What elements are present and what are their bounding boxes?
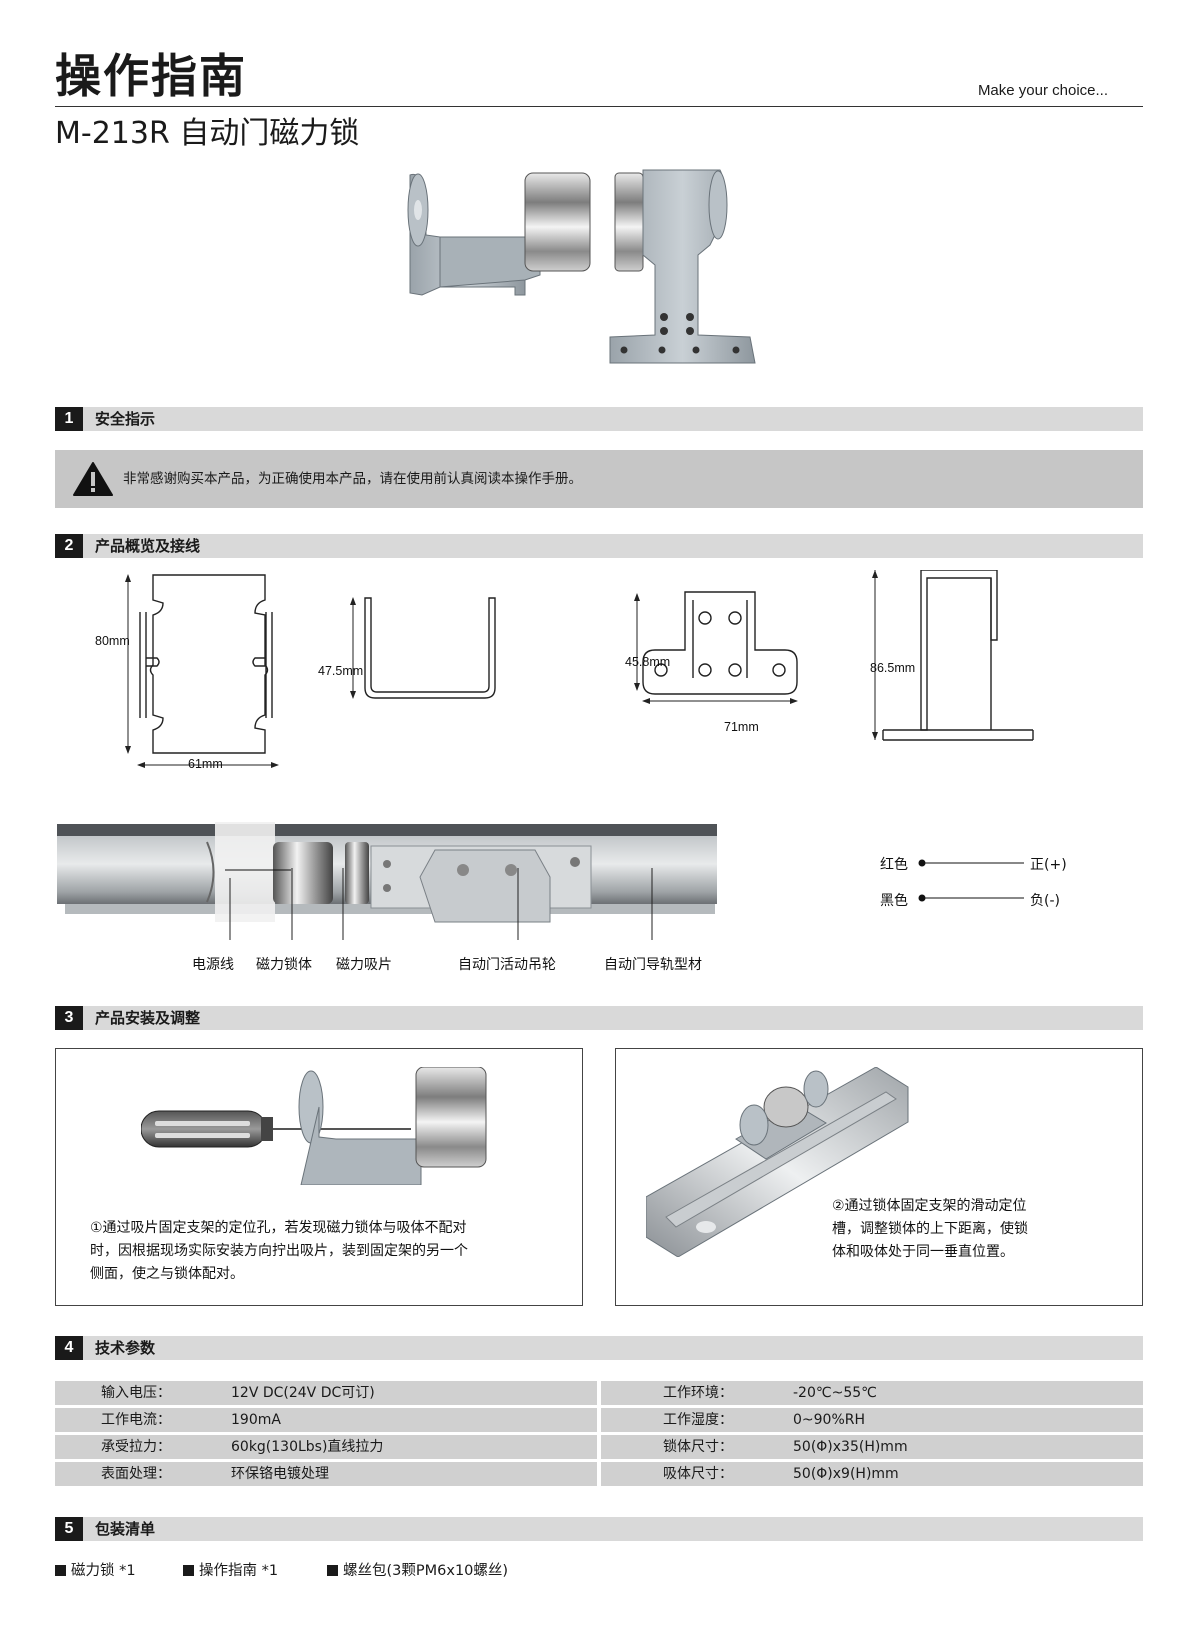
install-step-1-line-1: ①通过吸片固定支架的定位孔，若发现磁力锁体与吸体不配对 — [90, 1220, 467, 1236]
spec-value: 190mA — [231, 1412, 281, 1428]
callout-magnet-body: 磁力锁体 — [256, 957, 312, 973]
callout-leaders — [229, 868, 653, 940]
spec-row: 吸体尺寸： 50(Φ)x9(H)mm — [601, 1462, 1143, 1486]
spec-value: 环保铬电镀处理 — [231, 1466, 329, 1482]
section-title: 技术参数 — [95, 1339, 156, 1357]
dim-label-86-5mm: 86.5mm — [870, 661, 916, 675]
section-title: 产品概览及接线 — [95, 537, 201, 555]
dimension-drawings — [125, 570, 1034, 768]
install-step-2-panel: ②通过锁体固定支架的滑动定位 槽，调整锁体的上下距离，使锁 体和吸体处于同一垂直… — [615, 1048, 1143, 1306]
dim-label-47-5mm: 47.5mm — [318, 664, 364, 678]
spec-row: 工作湿度： 0~90%RH — [601, 1408, 1143, 1432]
package-item: 操作指南 *1 — [183, 1559, 278, 1580]
wire-red-label: 红色 — [880, 857, 908, 873]
spec-value: 12V DC(24V DC可订) — [231, 1385, 375, 1401]
callout-door-hanger-wheel: 自动门活动吊轮 — [458, 957, 556, 973]
dim-label-71mm: 71mm — [724, 720, 759, 734]
dim-label-80mm: 80mm — [95, 634, 130, 648]
spec-row: 锁体尺寸： 50(Φ)x35(H)mm — [601, 1435, 1143, 1459]
package-item: 磁力锁 *1 — [55, 1559, 136, 1580]
spec-row: 工作电流： 190mA — [55, 1408, 597, 1432]
package-item-label: 操作指南 *1 — [199, 1563, 279, 1579]
wire-black-label: 黑色 — [880, 893, 908, 909]
section-1-header: 1 安全指示 — [55, 407, 1143, 431]
spec-value: 50(Φ)x35(H)mm — [793, 1439, 908, 1455]
wire-negative-label: 负(-) — [1030, 893, 1060, 909]
product-subtitle: M-213R 自动门磁力锁 — [55, 116, 360, 151]
header-divider — [55, 106, 1143, 107]
section-2-header: 2 产品概览及接线 — [55, 534, 1143, 558]
install-step-1-panel: ①通过吸片固定支架的定位孔，若发现磁力锁体与吸体不配对 时，因根据现场实际安装方… — [55, 1048, 583, 1306]
screwdriver-bracket-illustration — [141, 1067, 487, 1185]
rail-mount-illustration — [646, 1067, 909, 1257]
bullet-square-icon — [327, 1565, 338, 1576]
install-step-1-line-3: 侧面，使之与锁体配对。 — [90, 1266, 244, 1282]
spec-value: 0~90%RH — [793, 1412, 866, 1428]
install-step-2-line-1: ②通过锁体固定支架的滑动定位 — [832, 1198, 1027, 1214]
callout-armature-plate: 磁力吸片 — [336, 957, 392, 973]
section-4-header: 4 技术参数 — [55, 1336, 1143, 1360]
wiring-lines — [918, 859, 1024, 902]
warning-icon — [73, 462, 113, 496]
dim-label-45-8mm: 45.8mm — [625, 655, 671, 669]
spec-row: 表面处理： 环保铬电镀处理 — [55, 1462, 597, 1486]
bullet-square-icon — [55, 1565, 66, 1576]
section-title: 包装清单 — [95, 1520, 156, 1538]
page-title: 操作指南 — [55, 49, 247, 103]
install-step-2-line-2: 槽，调整锁体的上下距离，使锁 — [832, 1221, 1028, 1237]
spec-row: 承受拉力： 60kg(130Lbs)直线拉力 — [55, 1435, 597, 1459]
spec-label: 表面处理： — [101, 1466, 171, 1482]
package-item-label: 磁力锁 *1 — [71, 1563, 136, 1579]
section-title: 安全指示 — [95, 410, 156, 428]
spec-value: 50(Φ)x9(H)mm — [793, 1466, 899, 1482]
section-number: 2 — [55, 534, 83, 558]
section-number: 1 — [55, 407, 83, 431]
wire-positive-label: 正(+) — [1030, 857, 1067, 873]
section-number: 3 — [55, 1006, 83, 1030]
spec-label: 工作环境： — [663, 1385, 733, 1401]
product-hero-illustration — [407, 169, 756, 364]
section-number: 4 — [55, 1336, 83, 1360]
safety-text: 非常感谢购买本产品，为正确使用本产品，请在使用前认真阅读本操作手册。 — [123, 471, 582, 487]
package-item: 螺丝包(3颗PM6x10螺丝) — [327, 1559, 508, 1580]
section-5-header: 5 包装清单 — [55, 1517, 1143, 1541]
spec-value: -20℃~55℃ — [793, 1385, 877, 1401]
install-step-2-line-3: 体和吸体处于同一垂直位置。 — [832, 1244, 1014, 1260]
spec-value: 60kg(130Lbs)直线拉力 — [231, 1439, 384, 1455]
spec-label: 工作电流： — [101, 1412, 171, 1428]
package-item-label: 螺丝包(3颗PM6x10螺丝) — [343, 1563, 509, 1579]
spec-label: 输入电压： — [101, 1385, 171, 1401]
tagline: Make your choice... — [977, 82, 1108, 99]
spec-label: 锁体尺寸： — [663, 1439, 733, 1455]
spec-label: 工作湿度： — [663, 1412, 733, 1428]
install-step-1-line-2: 时，因根据现场实际安装方向拧出吸片，装到固定架的另一个 — [90, 1243, 468, 1259]
section-number: 5 — [55, 1517, 83, 1541]
safety-notice: 非常感谢购买本产品，为正确使用本产品，请在使用前认真阅读本操作手册。 — [55, 450, 1143, 508]
spec-label: 吸体尺寸： — [663, 1466, 733, 1482]
spec-label: 承受拉力： — [101, 1439, 171, 1455]
bullet-square-icon — [183, 1565, 194, 1576]
section-3-header: 3 产品安装及调整 — [55, 1006, 1143, 1030]
section-title: 产品安装及调整 — [95, 1009, 201, 1027]
callout-power-cable: 电源线 — [192, 957, 234, 973]
spec-row: 工作环境： -20℃~55℃ — [601, 1381, 1143, 1405]
dim-label-61mm: 61mm — [188, 757, 223, 771]
callout-door-rail-profile: 自动门导轨型材 — [604, 957, 702, 973]
spec-row: 输入电压： 12V DC(24V DC可订) — [55, 1381, 597, 1405]
